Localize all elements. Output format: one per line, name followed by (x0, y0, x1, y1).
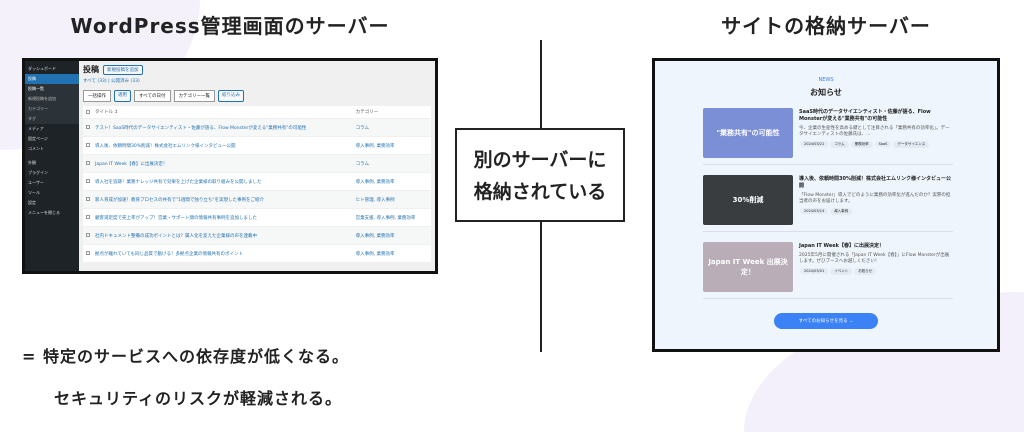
row-checkbox[interactable] (86, 179, 90, 183)
filter-button[interactable]: 絞り込み (218, 90, 245, 102)
post-category[interactable]: 導入事例, 業務効率 (352, 226, 431, 245)
news-tag[interactable]: 2024/03/01 (800, 268, 829, 274)
sidebar-item[interactable]: 設定 (28, 200, 36, 205)
column-category: カテゴリー (352, 106, 431, 119)
news-tag[interactable]: イベント (830, 268, 853, 275)
bulk-action-select[interactable]: 一括操作 (83, 90, 111, 102)
row-checkbox[interactable] (86, 161, 90, 165)
table-row: テスト！SaaS時代のデータサイエンティスト・佐藤が語る、Flow Monste… (83, 118, 431, 137)
sidebar-item[interactable]: ダッシュボード (28, 66, 56, 71)
thumbnail-text: "業務共有"の可能性 (716, 129, 780, 137)
sidebar-subitem[interactable]: タグ (25, 114, 79, 124)
post-category[interactable]: 導入事例, 業務効率 (352, 172, 431, 191)
post-category[interactable]: コラム (352, 154, 431, 173)
news-title[interactable]: SaaS時代のデータサイエンティスト・佐藤が語る、Flow Monsterが変え… (799, 109, 931, 122)
table-row: 拠点が離れていても同じ品質で動ける！多拠点企業の情報共有のポイント 導入事例, 業… (83, 244, 431, 263)
table-row: 社内ドキュメント整備の成功ポイントとは？属人化を変えた企業様の声を連載中 導入事例… (83, 226, 431, 245)
wp-sidebar: ダッシュボード 投稿 投稿一覧 新規投稿を追加 カテゴリー タグ メディア 固定… (25, 61, 79, 271)
news-title[interactable]: Japan IT Week【春】に出展決定！ (799, 243, 884, 249)
news-tag[interactable]: お知らせ (854, 268, 877, 275)
row-checkbox[interactable] (86, 125, 90, 129)
sidebar-item[interactable]: ユーザー (28, 180, 44, 185)
news-thumbnail[interactable]: Japan IT Week 出展決定！ (703, 242, 793, 292)
benefit-line: = 特定のサービスへの依存度が低くなる。 (22, 347, 349, 366)
news-tag[interactable]: 業務効率 (850, 141, 873, 148)
sidebar-subitem[interactable]: 投稿一覧 (25, 84, 79, 94)
table-row: 導入社を追跡！業務ナレッジ共有で効果を上げた企業様の取り組みを公開しました 導入事… (83, 172, 431, 191)
wp-main: 投稿新規投稿を追加 すべて (33) | 公開済み (33) 一括操作 適用 す… (79, 61, 435, 271)
news-label: NEWS (818, 77, 834, 83)
post-title-link[interactable]: 拠点が離れていても同じ品質で動ける！多拠点企業の情報共有のポイント (95, 251, 244, 257)
post-title-link[interactable]: 導入後、依頼時間30%削減！株式会社エムリンク様インタビュー公開 (95, 143, 236, 149)
news-thumbnail[interactable]: "業務共有"の可能性 (703, 108, 793, 158)
news-tag[interactable]: 2024/03/21 (800, 141, 829, 147)
news-tag[interactable]: 導入事例 (830, 208, 853, 215)
view-all-news-button[interactable]: すべてのお知らせを見る → (774, 313, 878, 329)
news-excerpt: 「Flow Monster」導入でどのように業務の効率化が進んだのか？実際の担当… (799, 193, 951, 204)
sidebar-item[interactable]: プラグイン (28, 170, 48, 175)
sidebar-item[interactable]: 固定ページ (28, 136, 48, 141)
post-category[interactable]: コラム (352, 118, 431, 137)
news-card[interactable]: 30%削減 導入後、依頼時間30%削減！株式会社エムリンク様インタビュー公開「F… (703, 175, 953, 232)
column-title[interactable]: タイトル ↕ (95, 110, 119, 115)
post-category[interactable]: 導入事例, 業務効率 (352, 136, 431, 155)
news-tag[interactable]: データサイエンス (893, 141, 930, 148)
row-checkbox[interactable] (86, 251, 90, 255)
sidebar-item[interactable]: メニューを閉じる (28, 210, 60, 215)
sidebar-subitem[interactable]: カテゴリー (25, 104, 79, 114)
table-row: 顧客満足度で売上率がアップ！営業・サポート間の情報共有事例を追加しました 営業支援… (83, 208, 431, 227)
news-tag[interactable]: 2024/03/14 (800, 208, 829, 214)
add-new-button[interactable]: 新規投稿を追加 (103, 64, 143, 75)
post-category[interactable]: 導入事例, 業務効率 (352, 244, 431, 263)
post-title-link[interactable]: 社内ドキュメント整備の成功ポイントとは？属人化を変えた企業様の声を連載中 (95, 233, 257, 239)
site-server-title: サイトの格納サーバー (721, 14, 931, 38)
date-filter-select[interactable]: すべての日付 (134, 90, 171, 102)
note-line: 別のサーバーに (473, 149, 607, 171)
news-thumbnail[interactable]: 30%削減 (703, 175, 793, 225)
posts-table: タイトル ↕ カテゴリー テスト！SaaS時代のデータサイエンティスト・佐藤が語る… (83, 106, 431, 263)
table-row: 新人育成が加速！教育プロセスの共有で"1週間で独り立ち"を実現した事例をご紹介 ヒ… (83, 190, 431, 209)
benefit-line: セキュリティのリスクが軽減される。 (54, 389, 343, 408)
post-title-link[interactable]: 顧客満足度で売上率がアップ！営業・サポート間の情報共有事例を追加しました (95, 215, 257, 221)
post-category[interactable]: 営業支援, 導入事例, 業務効率 (352, 208, 431, 227)
sidebar-item[interactable]: メディア (28, 126, 44, 131)
news-card[interactable]: "業務共有"の可能性 SaaS時代のデータサイエンティスト・佐藤が語る、Flow… (703, 108, 953, 165)
apply-button[interactable]: 適用 (114, 90, 131, 102)
row-checkbox[interactable] (86, 233, 90, 237)
news-heading: お知らせ (810, 88, 842, 97)
news-tag[interactable]: コラム (830, 141, 849, 148)
news-title[interactable]: 導入後、依頼時間30%削減！株式会社エムリンク様インタビュー公開 (799, 176, 951, 189)
views-links[interactable]: すべて (33) | 公開済み (33) (83, 79, 140, 84)
category-filter-select[interactable]: カテゴリー一覧 (173, 90, 216, 102)
news-excerpt: 2025年5月に開催される「Japan IT Week【春】」にFlow Mon… (799, 253, 950, 264)
news-excerpt: 今、企業の生産性を高める鍵として注目される「業務共有の効率化」。データサイエンテ… (799, 126, 950, 137)
select-all-checkbox[interactable] (86, 109, 90, 114)
thumbnail-text: 30%削減 (732, 196, 764, 204)
sidebar-subitem[interactable]: 新規投稿を追加 (25, 94, 79, 104)
post-title-link[interactable]: Japan IT Week【春】に出展決定！ (95, 161, 168, 167)
sidebar-item[interactable]: ツール (28, 190, 40, 195)
news-card[interactable]: Japan IT Week 出展決定！ Japan IT Week【春】に出展決… (703, 242, 953, 299)
row-checkbox[interactable] (86, 143, 90, 147)
separate-server-note: 別のサーバーに 格納されている (455, 128, 625, 222)
note-line: 格納されている (473, 181, 607, 203)
sidebar-item[interactable]: コメント (28, 146, 44, 151)
page-title: 投稿 (83, 65, 99, 74)
sidebar-item-posts[interactable]: 投稿 (25, 74, 79, 84)
wp-admin-screenshot: ダッシュボード 投稿 投稿一覧 新規投稿を追加 カテゴリー タグ メディア 固定… (22, 58, 438, 274)
news-tag[interactable]: SaaS (874, 141, 892, 147)
thumbnail-text: Japan IT Week 出展決定！ (708, 258, 788, 276)
sidebar-item[interactable]: 外観 (28, 160, 36, 165)
post-title-link[interactable]: テスト！SaaS時代のデータサイエンティスト・佐藤が語る、Flow Monste… (95, 125, 307, 131)
wp-server-title: WordPress管理画面のサーバー (70, 14, 390, 38)
row-checkbox[interactable] (86, 215, 90, 219)
post-title-link[interactable]: 新人育成が加速！教育プロセスの共有で"1週間で独り立ち"を実現した事例をご紹介 (95, 197, 264, 203)
post-category[interactable]: ヒト管理, 導入事例 (352, 190, 431, 209)
table-row: Japan IT Week【春】に出展決定！ コラム (83, 154, 431, 173)
site-screenshot: NEWS お知らせ "業務共有"の可能性 SaaS時代のデータサイエンティスト・… (652, 58, 1000, 352)
table-row: 導入後、依頼時間30%削減！株式会社エムリンク様インタビュー公開 導入事例, 業務… (83, 136, 431, 155)
post-title-link[interactable]: 導入社を追跡！業務ナレッジ共有で効果を上げた企業様の取り組みを公開しました (95, 179, 262, 185)
row-checkbox[interactable] (86, 197, 90, 201)
